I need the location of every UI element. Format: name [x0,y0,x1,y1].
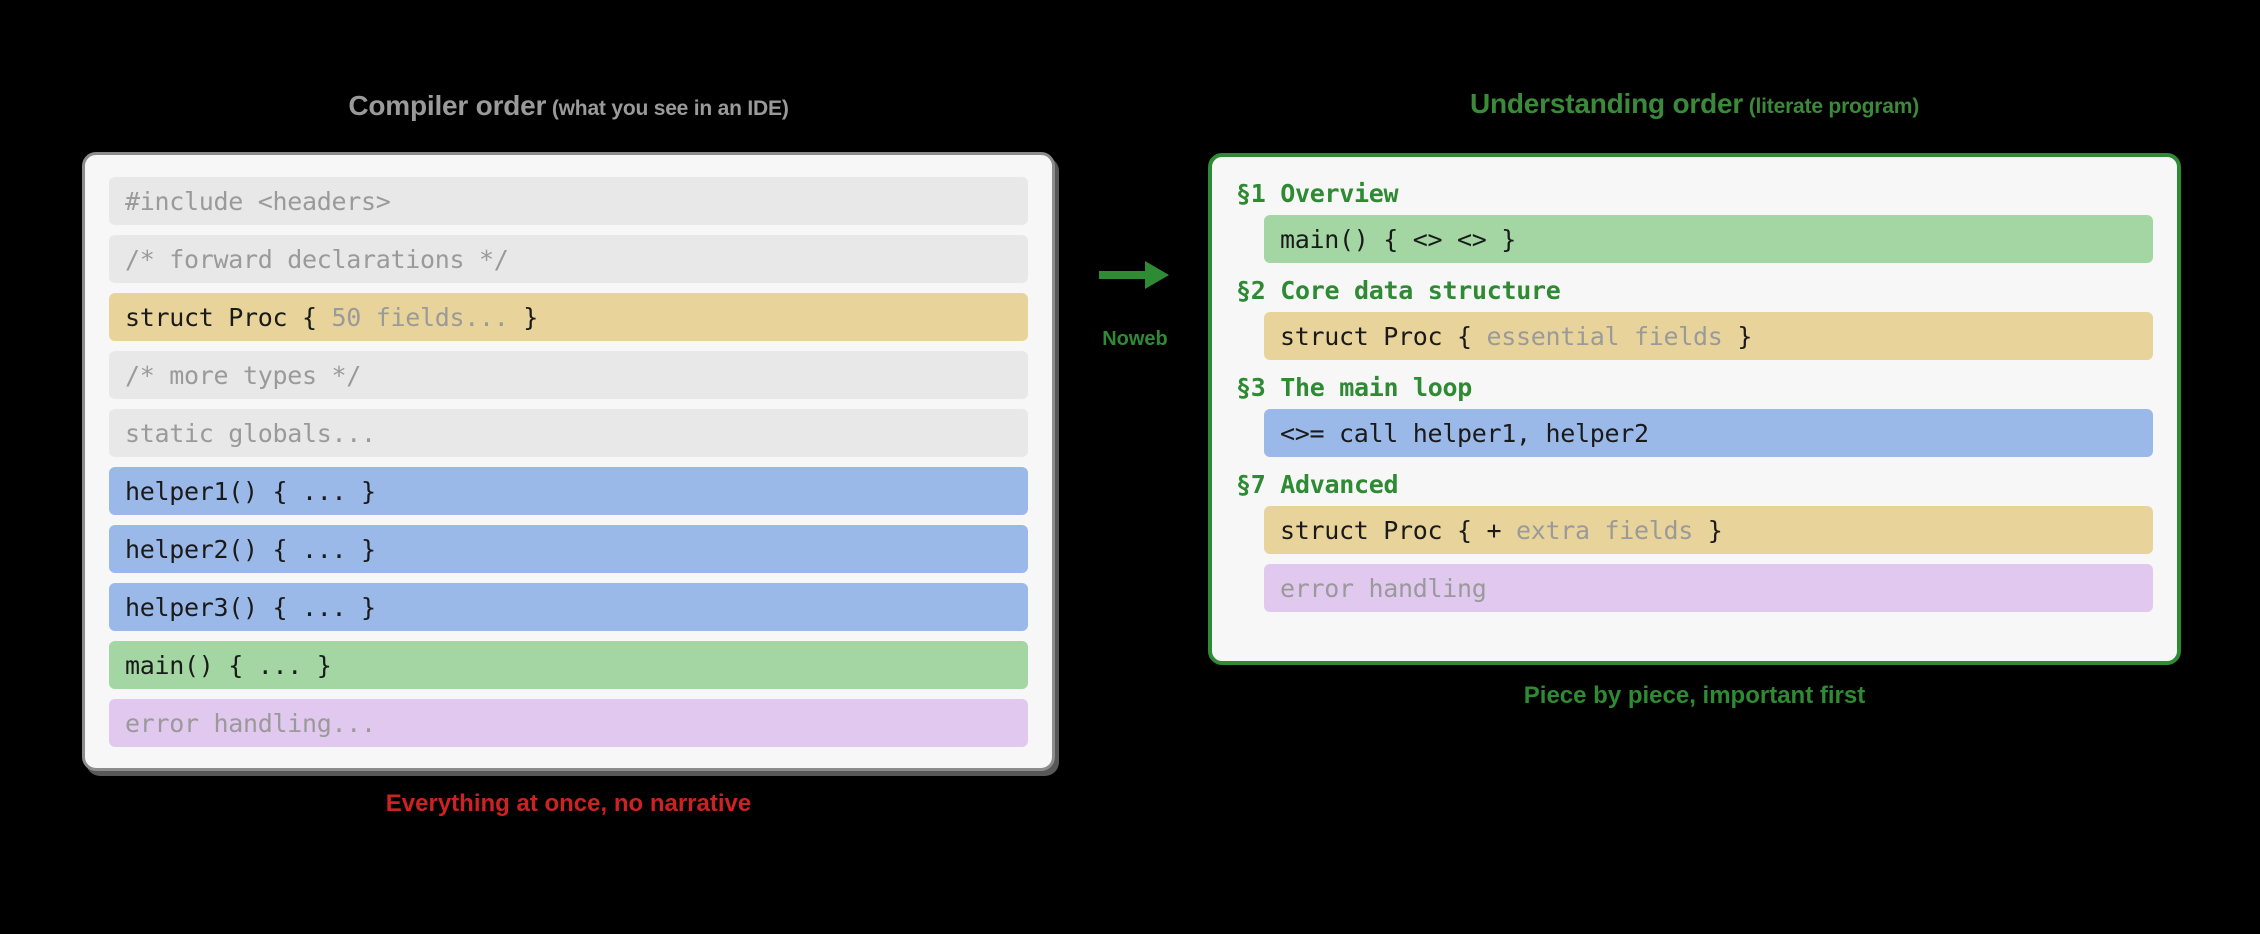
code-row: #include <headers> [109,177,1028,225]
right-panel-caption: Piece by piece, important first [1523,682,1866,709]
left-panel-title-main: Compiler order [348,90,547,121]
literate-section-list: §1 Overview main() { <> <> } §2 Core data … [1236,179,2153,612]
code-row: /* more types */ [109,351,1028,399]
code-row-text: /* forward declarations */ [125,244,509,274]
code-row-text: error handling... [125,708,376,738]
compiler-order-row-list: #include <headers> /* forward declaration… [109,177,1028,747]
code-row: error handling [1264,564,2153,612]
code-row-text: #include <headers> [125,186,391,216]
code-row-text: helper1() { ... } [125,476,376,506]
literate-section: §1 Overview main() { <> <> } [1236,179,2153,263]
code-row: main() { <> <> } [1264,215,2153,263]
left-panel-title-subtitle: (what you see in an IDE) [546,97,789,120]
code-row-text-placeholder: 50 fields... [331,302,509,332]
arrow-right-icon [1099,261,1169,289]
code-row-text-primary: struct Proc { [1280,321,1487,351]
compiler-order-panel: #include <headers> /* forward declaration… [82,152,1055,771]
code-row: struct Proc { 50 fields... } [109,293,1028,341]
code-row: /* forward declarations */ [109,235,1028,283]
code-row-text: /* more types */ [125,360,362,390]
code-row-text-placeholder: essential fields [1486,321,1723,351]
noweb-connector: Noweb [1085,258,1185,378]
left-panel-caption: Everything at once, no narrative [385,790,752,817]
understanding-order-panel: §1 Overview main() { <> <> } §2 Core data … [1208,153,2181,665]
noweb-label: Noweb [1102,328,1168,350]
code-row-text: error handling [1280,573,1487,603]
literate-section-heading: §3 The main loop [1236,373,1473,402]
code-row-text: static globals... [125,418,376,448]
code-row-text: helper3() { ... } [125,592,376,622]
code-row-text-primary: struct Proc { + [1280,515,1517,545]
code-row-text: <>= call helper1, helper2 [1280,418,1649,448]
code-row: helper3() { ... } [109,583,1028,631]
code-row-text-tail: } [1722,321,1753,351]
literate-section-heading: §7 Advanced [1236,470,1399,499]
literate-section: §3 The main loop <>= call helper1, helper… [1236,373,2153,457]
right-panel-title: Understanding order (literate program) [1208,88,2181,120]
code-row: struct Proc { essential fields } [1264,312,2153,360]
left-panel-title: Compiler order (what you see in an IDE) [82,90,1055,122]
right-panel-title-subtitle: (literate program) [1743,95,1920,118]
code-row-text-primary: struct Proc { [125,302,332,332]
code-row-text-placeholder: extra fields [1516,515,1694,545]
code-row: main() { ... } [109,641,1028,689]
code-row-text: helper2() { ... } [125,534,376,564]
literate-section: §7 Advanced struct Proc { + extra fields … [1236,470,2153,612]
literate-section-heading: §2 Core data structure [1236,276,1561,305]
code-row-text-tail: } [1693,515,1723,545]
literate-section: §2 Core data structure struct Proc { esse… [1236,276,2153,360]
code-row: helper1() { ... } [109,467,1028,515]
code-row: static globals... [109,409,1028,457]
code-row: helper2() { ... } [109,525,1028,573]
code-row-text: main() { <> <> } [1280,224,1517,254]
literate-section-heading: §1 Overview [1236,179,1399,208]
code-row: <>= call helper1, helper2 [1264,409,2153,457]
code-row-text: main() { ... } [125,650,332,680]
code-row: error handling... [109,699,1028,747]
code-row: struct Proc { + extra fields } [1264,506,2153,554]
code-row-text-tail: } [508,302,539,332]
right-panel-title-main: Understanding order [1469,88,1744,119]
